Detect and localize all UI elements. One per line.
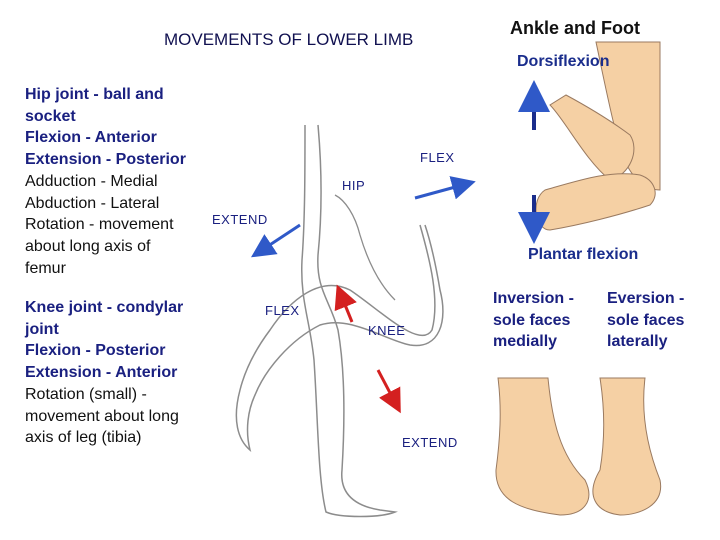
hip-line: about long axis of xyxy=(25,237,151,255)
plantar-flexion-label: Plantar flexion xyxy=(528,246,639,263)
inversion-text: Inversion - sole faces medially xyxy=(493,288,593,353)
inversion-foot xyxy=(495,377,590,516)
eversion-line: sole faces xyxy=(607,311,685,329)
hip-extend-label: EXTEND xyxy=(212,212,268,227)
hip-label: HIP xyxy=(342,178,366,193)
knee-flex-label: FLEX xyxy=(265,303,300,318)
inversion-line: sole faces xyxy=(493,311,571,329)
hip-line: femur xyxy=(25,259,66,277)
eversion-line: Eversion - xyxy=(607,290,685,307)
eversion-line: laterally xyxy=(607,333,668,350)
inversion-line: medially xyxy=(493,333,558,350)
hip-line: Abduction - Lateral xyxy=(25,194,160,212)
knee-flexion: Flexion - Posterior xyxy=(25,342,166,360)
knee-extend-arrow xyxy=(376,369,401,414)
knee-flex-arrow xyxy=(334,284,357,323)
knee-extend-label: EXTEND xyxy=(402,435,458,450)
hip-line: Rotation - movement xyxy=(25,216,174,234)
knee-joint-text: Knee joint - condylar joint Flexion - Po… xyxy=(25,297,205,449)
knee-heading-line-2: joint xyxy=(25,320,59,338)
hip-line: Adduction - Medial xyxy=(25,172,158,190)
hip-heading-line-1: Hip joint - ball and xyxy=(25,86,164,103)
hip-flexion: Flexion - Anterior xyxy=(25,129,157,147)
knee-line: axis of leg (tibia) xyxy=(25,429,142,447)
standing-leg xyxy=(300,124,398,518)
eversion-text: Eversion - sole faces laterally xyxy=(607,288,707,353)
inversion-line: Inversion - xyxy=(493,290,574,307)
bent-leg xyxy=(235,224,444,453)
hip-extend-arrow xyxy=(250,223,301,258)
hip-flex-label: FLEX xyxy=(420,150,455,165)
hip-flex-arrow xyxy=(414,176,476,200)
hip-joint-text: Hip joint - ball and socket Flexion - An… xyxy=(25,84,210,279)
dorsiflexion-label: Dorsiflexion xyxy=(517,53,610,70)
hip-heading-line-2: socket xyxy=(25,107,76,125)
knee-line: Rotation (small) - xyxy=(25,385,147,403)
page-title: MOVEMENTS OF LOWER LIMB xyxy=(164,30,414,49)
knee-line: movement about long xyxy=(25,407,179,425)
hip-extension: Extension - Posterior xyxy=(25,151,186,169)
bent-leg-thigh xyxy=(334,194,396,301)
knee-extension: Extension - Anterior xyxy=(25,364,178,382)
knee-heading-line-1: Knee joint - condylar xyxy=(25,299,184,316)
eversion-foot xyxy=(592,377,662,516)
ankle-foot-title: Ankle and Foot xyxy=(510,18,640,38)
knee-label: KNEE xyxy=(368,323,406,338)
